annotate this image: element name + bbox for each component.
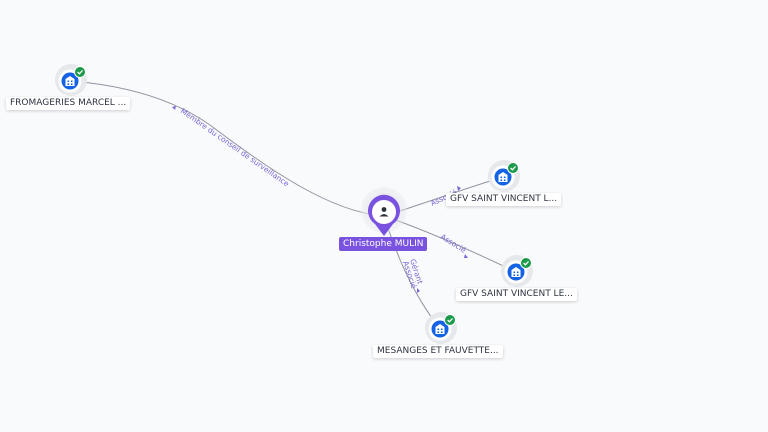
- person-icon: [379, 207, 389, 217]
- verified-check-icon: [444, 314, 456, 326]
- company-node-fromageries[interactable]: [53, 61, 89, 97]
- arrow-mesanges: [417, 288, 420, 293]
- arrow-gfv2: [464, 254, 468, 258]
- verified-check-icon: [507, 162, 519, 174]
- company-node-gfv1[interactable]: [486, 157, 522, 193]
- building-icon: [511, 267, 521, 277]
- company-label-mesanges[interactable]: MESANGES ET FAUVETTE...: [373, 345, 503, 358]
- arrow-fromageries: [172, 106, 176, 110]
- edge-fromageries: [70, 80, 385, 217]
- edge-label-fromageries: Membre du conseil de surveillance: [179, 106, 291, 188]
- verified-check-icon: [520, 257, 532, 269]
- company-label-gfv2[interactable]: GFV SAINT VINCENT LE...: [456, 288, 577, 301]
- building-icon: [65, 76, 75, 86]
- company-node-mesanges[interactable]: [423, 309, 459, 345]
- building-icon: [498, 172, 508, 182]
- company-label-gfv1[interactable]: GFV SAINT VINCENT L...: [446, 193, 562, 206]
- verified-check-icon: [74, 66, 86, 78]
- company-node-gfv2[interactable]: [499, 252, 535, 288]
- company-label-fromageries[interactable]: FROMAGERIES MARCEL ...: [6, 97, 131, 110]
- edge-label-gfv2: Associé: [439, 232, 468, 255]
- person-node[interactable]: [361, 187, 407, 236]
- person-name-label[interactable]: Christophe MULIN: [339, 237, 428, 251]
- building-icon: [435, 324, 445, 334]
- arrow-gfv1: [457, 186, 461, 191]
